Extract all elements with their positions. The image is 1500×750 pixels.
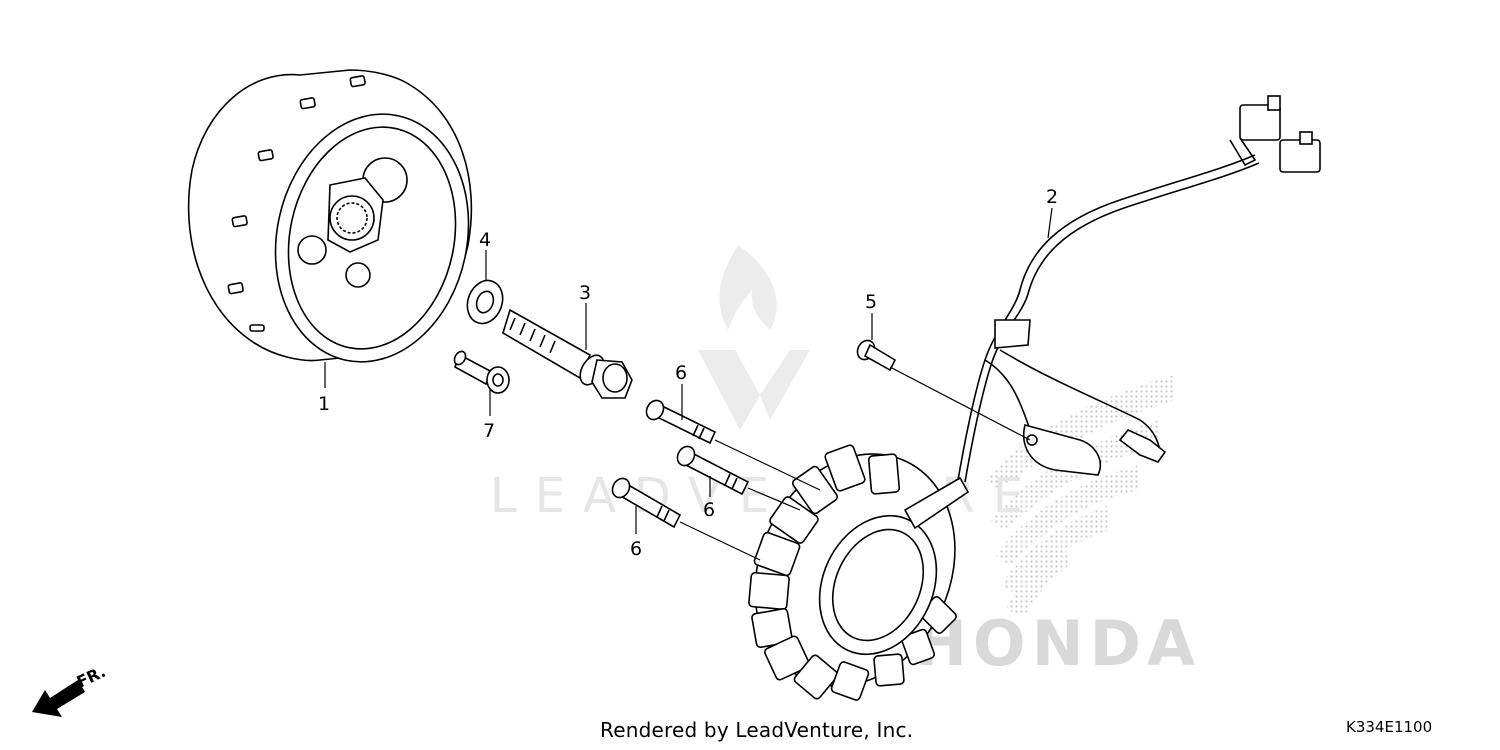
callout-7: 7: [483, 420, 495, 442]
callout-6-middle: 6: [703, 499, 715, 521]
small-bolt: [453, 350, 510, 394]
flywheel-bolt: [502, 308, 633, 399]
front-arrow-icon: [32, 680, 85, 717]
callout-4: 4: [479, 229, 491, 251]
stator-screw-lower: [611, 477, 682, 529]
honda-wing-logo: HONDA: [915, 375, 1201, 680]
callout-3: 3: [579, 282, 591, 304]
brand-text: HONDA: [915, 607, 1201, 680]
front-direction-indicator: FR.: [32, 662, 109, 717]
callout-6-upper: 6: [675, 362, 687, 384]
pickup-screw: [856, 339, 897, 372]
callout-6-lower: 6: [630, 538, 642, 560]
leader-lines: [324, 207, 1053, 561]
stator-assembly: [748, 444, 970, 701]
wire-harness: [957, 95, 1321, 483]
diagram-code: K334E1100: [1346, 718, 1433, 736]
credit-text: Rendered by LeadVenture, Inc.: [600, 718, 914, 742]
stator-screw-middle: [676, 445, 750, 496]
callout-1: 1: [318, 393, 330, 415]
stator-screw-upper: [645, 399, 717, 445]
front-label: FR.: [74, 662, 109, 692]
callout-2: 2: [1046, 186, 1058, 208]
callout-5: 5: [865, 291, 877, 313]
washer: [466, 279, 504, 325]
flywheel-rotor: [187, 69, 473, 363]
